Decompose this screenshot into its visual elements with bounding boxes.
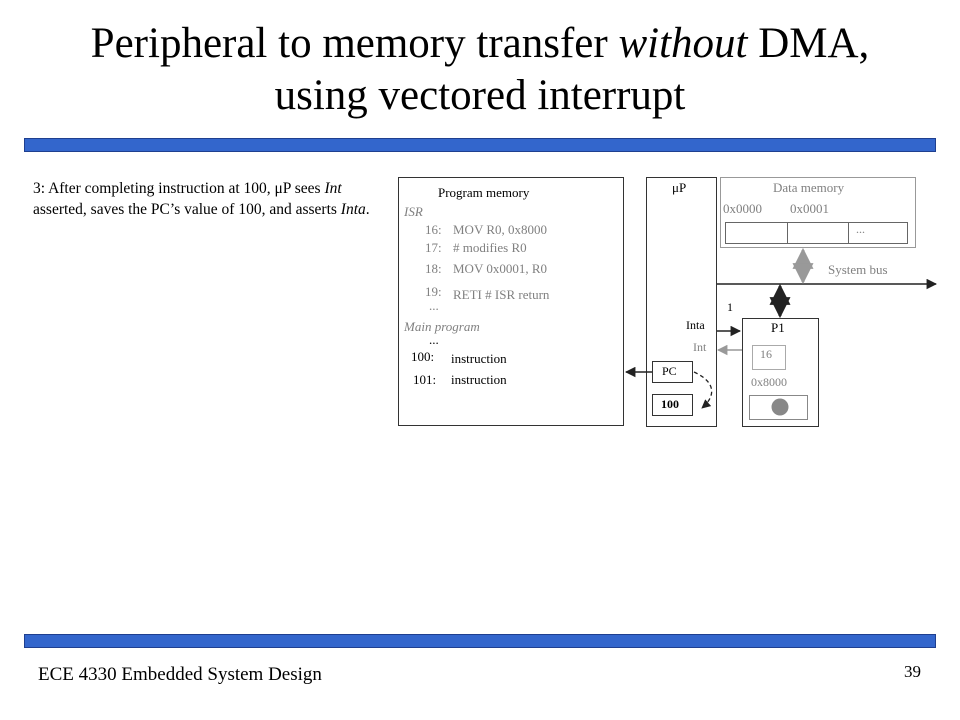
desc-inta: Inta <box>340 201 366 218</box>
desc-int: Int <box>324 180 342 197</box>
inta-signal-label: Inta <box>686 318 705 332</box>
pc-register <box>652 394 693 416</box>
desc-text: 3: After completing instruction at 100, <box>33 180 275 197</box>
step-description: 3: After completing instruction at 100, … <box>33 178 373 220</box>
bottom-divider <box>24 634 936 648</box>
main-ellipsis: ... <box>429 332 439 347</box>
title-part: DMA, <box>747 20 870 67</box>
isr-addr: 18: <box>425 261 442 276</box>
isr-addr: 19: <box>425 284 442 299</box>
data-cell-divider <box>848 222 849 244</box>
title-part: Peripheral to memory transfer <box>90 20 619 67</box>
pc-label: PC <box>662 364 677 378</box>
main-addr: 100: <box>411 349 435 364</box>
int-signal-label: Int <box>693 340 707 354</box>
slide-title: Peripheral to memory transfer without DM… <box>0 18 960 122</box>
isr-addr: 17: <box>425 240 442 255</box>
data-memory-title: Data memory <box>773 180 845 195</box>
system-bus-label: System bus <box>828 262 888 277</box>
desc-text: sees <box>290 180 325 197</box>
main-addr: 101: <box>413 372 437 387</box>
vector-register <box>752 345 786 370</box>
isr-instruction: MOV R0, 0x8000 <box>453 222 548 237</box>
isr-addr: 16: <box>425 222 442 237</box>
page-number: 39 <box>904 662 921 681</box>
desc-mu: μP <box>274 180 291 197</box>
data-cell-ellipsis: ... <box>856 222 865 236</box>
processor-label: μP <box>672 180 687 195</box>
isr-ellipsis: ... <box>429 298 439 313</box>
main-instruction: instruction <box>451 351 507 366</box>
data-cells <box>725 222 908 244</box>
program-memory-box <box>398 177 624 426</box>
data-addr-0: 0x0000 <box>723 201 762 216</box>
pc-value: 100 <box>661 397 679 411</box>
isr-instruction: RETI # ISR return <box>453 287 550 302</box>
peripheral-data-dot <box>771 398 789 416</box>
title-emphasis: without <box>618 20 748 67</box>
main-instruction: instruction <box>451 372 507 387</box>
program-memory-title: Program memory <box>438 185 530 200</box>
isr-label: ISR <box>404 204 423 219</box>
processor-box <box>646 177 717 427</box>
isr-instruction: MOV 0x0001, R0 <box>453 261 548 276</box>
data-addr-1: 0x0001 <box>790 201 829 216</box>
isr-instruction: # modifies R0 <box>453 240 527 255</box>
footer-course: ECE 4330 Embedded System Design <box>38 664 322 685</box>
title-line-2: using vectored interrupt <box>274 72 686 119</box>
top-divider <box>24 138 936 152</box>
peripheral-address: 0x8000 <box>751 375 787 389</box>
peripheral-label: P1 <box>771 320 785 335</box>
title-line-1: Peripheral to memory transfer without DM… <box>0 18 960 70</box>
pc-save-arrow <box>693 371 713 409</box>
pc-box <box>652 361 693 383</box>
data-cell-divider <box>787 222 788 244</box>
inta-signal-value: 1 <box>727 300 733 314</box>
main-program-label: Main program <box>404 319 480 334</box>
vector-value: 16 <box>760 347 772 361</box>
desc-text: . <box>365 201 370 218</box>
desc-text: asserted, saves the PC’s value of 100, a… <box>33 201 341 218</box>
